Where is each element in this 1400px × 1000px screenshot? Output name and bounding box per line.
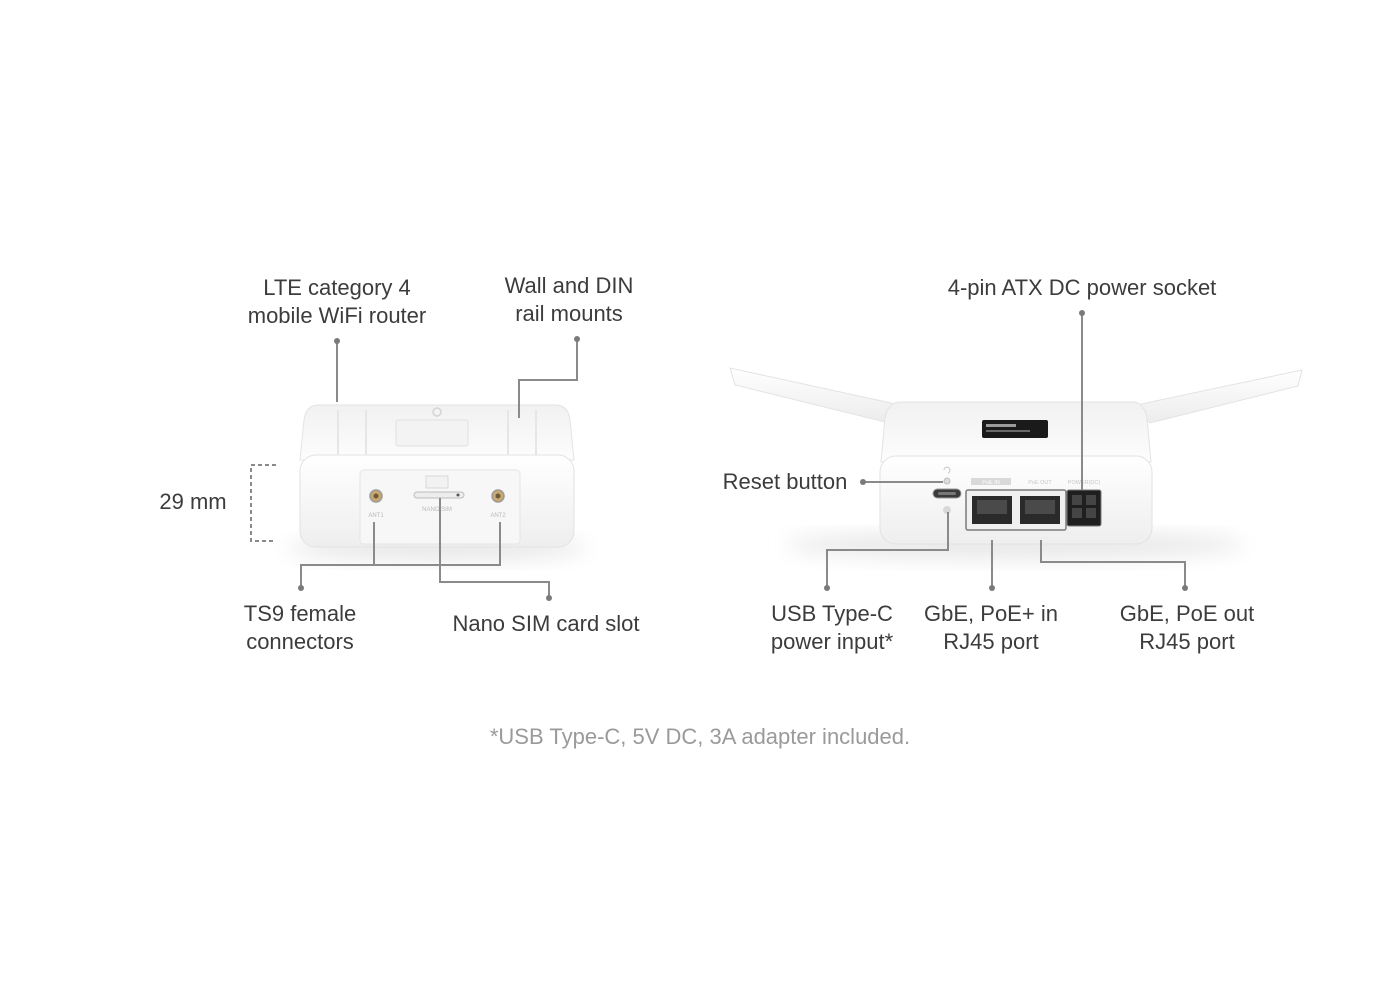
poe-in-marking: PoE IN bbox=[982, 480, 999, 486]
callout-poe-out-line1: GbE, PoE out bbox=[1119, 601, 1255, 626]
callout-ts9-line1: TS9 female bbox=[243, 601, 357, 626]
callout-usb-c-line2: power input* bbox=[770, 629, 894, 654]
callout-wall-din-line1: Wall and DIN bbox=[504, 273, 634, 298]
callout-poe-out-port: GbE, PoE out RJ45 port bbox=[1108, 600, 1266, 656]
poe-out-marking: PoE OUT bbox=[1028, 480, 1052, 486]
callout-wall-din-line2: rail mounts bbox=[515, 301, 623, 326]
rj45-port-in bbox=[972, 496, 1012, 524]
antenna-left bbox=[729, 367, 901, 423]
rj45-port-out bbox=[1020, 496, 1060, 524]
callout-poe-in-line1: GbE, PoE+ in bbox=[924, 601, 1058, 626]
leader-dots bbox=[298, 310, 1188, 601]
callout-usb-c-line1: USB Type-C bbox=[771, 601, 893, 626]
leader-lines bbox=[250, 313, 1186, 598]
nano-sim-marking: NANO SIM bbox=[422, 507, 452, 513]
power-marking: POWER(DC) bbox=[1068, 480, 1101, 486]
callout-poe-out-line2: RJ45 port bbox=[1139, 629, 1235, 654]
router-rear-view: ANT1 ANT2 NANO SIM bbox=[287, 404, 587, 560]
callout-usb-c-input: USB Type-C power input* bbox=[754, 600, 910, 656]
antenna-right bbox=[1130, 369, 1303, 424]
callout-reset-button: Reset button bbox=[722, 469, 848, 494]
atx-power-socket bbox=[1066, 489, 1102, 527]
callout-lte-router: LTE category 4 mobile WiFi router bbox=[237, 274, 437, 330]
callout-ts9-connectors: TS9 female connectors bbox=[225, 600, 375, 656]
callout-lte-router-line1: LTE category 4 bbox=[263, 275, 411, 300]
callout-lte-router-line2: mobile WiFi router bbox=[247, 303, 427, 328]
router-port-view: PoE IN PoE OUT POWER(DC) bbox=[729, 367, 1303, 559]
reset-pinhole bbox=[943, 477, 951, 485]
callout-atx-power-socket: 4-pin ATX DC power socket bbox=[947, 275, 1217, 300]
footnote: *USB Type-C, 5V DC, 3A adapter included. bbox=[489, 724, 911, 749]
callout-nano-sim-slot: Nano SIM card slot bbox=[452, 611, 640, 636]
callout-ts9-line2: connectors bbox=[246, 629, 354, 654]
callout-poe-in-port: GbE, PoE+ in RJ45 port bbox=[912, 600, 1070, 656]
ant1-marking: ANT1 bbox=[368, 513, 384, 519]
callout-wall-din-mounts: Wall and DIN rail mounts bbox=[489, 272, 649, 328]
ant2-marking: ANT2 bbox=[490, 513, 506, 519]
callout-poe-in-line2: RJ45 port bbox=[943, 629, 1039, 654]
lcm-display bbox=[982, 420, 1048, 438]
callout-height: 29 mm bbox=[159, 489, 227, 514]
